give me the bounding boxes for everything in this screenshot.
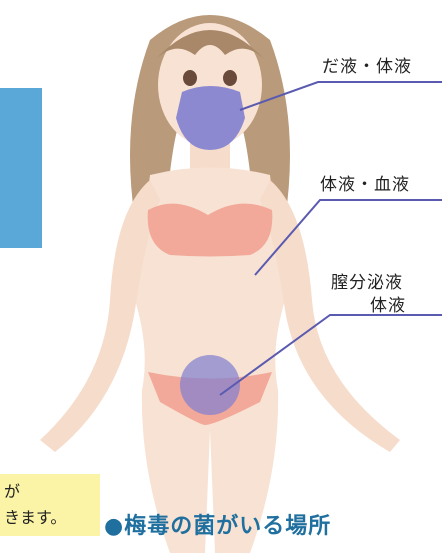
label-chest: 体液・血液: [320, 175, 410, 195]
arrow-notch: [0, 128, 12, 208]
heading-text: 梅毒の菌がいる場所: [124, 514, 332, 539]
left-eye: [183, 70, 197, 86]
right-eye: [223, 70, 237, 86]
highlight-note: が きます。: [0, 474, 100, 536]
label-genital-line2: 体液: [370, 296, 406, 316]
label-genital-line1: 膣分泌液: [331, 273, 403, 293]
chest-leader-line: [254, 199, 442, 276]
note-line-2: きます。: [4, 508, 67, 527]
note-line-1: が: [4, 482, 21, 501]
label-mouth: だ液・体液: [322, 57, 412, 77]
mouth-leader-line: [239, 81, 442, 111]
blue-arrow-panel: [0, 88, 42, 248]
section-heading: ●梅毒の菌がいる場所: [104, 508, 331, 540]
heading-bullet: ●: [104, 514, 125, 539]
left-arm: [40, 180, 160, 452]
bra: [147, 203, 273, 257]
legs: [141, 390, 279, 553]
genital-leader-line: [219, 314, 442, 396]
right-arm: [260, 180, 400, 452]
bangs: [155, 30, 265, 60]
genital-highlight: [180, 355, 240, 415]
mouth-highlight: [176, 86, 245, 150]
